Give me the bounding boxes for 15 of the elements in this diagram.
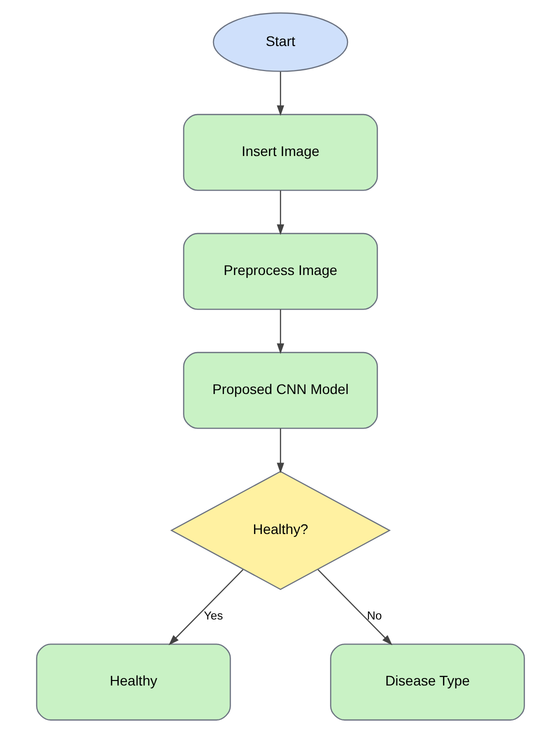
arrow	[317, 569, 392, 646]
arrow	[276, 72, 284, 116]
node-box: Healthy	[36, 644, 230, 721]
arrow	[276, 428, 284, 474]
node-diamond: Healthy?	[170, 470, 390, 590]
arrow	[168, 569, 243, 646]
node-box: Insert Image	[182, 114, 378, 191]
node-box: Disease Type	[330, 644, 524, 721]
node-ellipse: Start	[212, 12, 348, 72]
edge-label: Yes	[203, 610, 222, 623]
node-box: Proposed CNN Model	[182, 352, 378, 429]
edge-label: No	[366, 610, 382, 623]
node-box: Preprocess Image	[182, 232, 378, 310]
arrow	[276, 310, 284, 354]
arrow	[276, 190, 284, 235]
